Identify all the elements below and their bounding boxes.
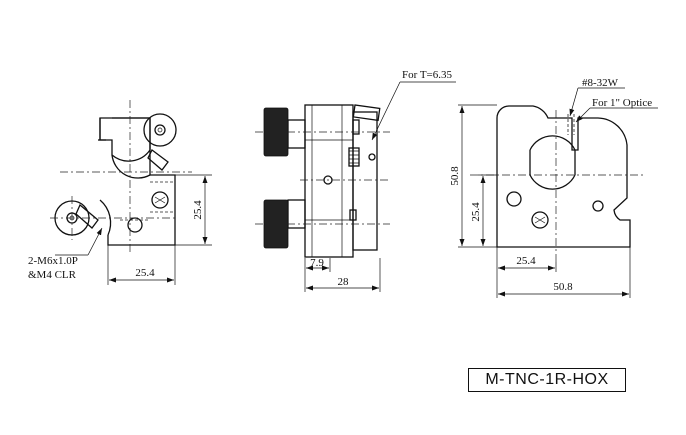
front-view: 25.4 25.4 2-M6x1.0P &M4 CLR: [28, 100, 212, 285]
hole-callout-line1: 2-M6x1.0P: [28, 255, 78, 267]
back-center-width-dim: 25.4: [516, 255, 536, 267]
front-height-dim: 25.4: [192, 200, 204, 220]
optic-note: For 1" Optice: [592, 97, 652, 109]
back-total-width-dim: 50.8: [553, 281, 573, 293]
side-small-dim: 7.9: [310, 257, 324, 269]
hole-callout-line2: &M4 CLR: [28, 269, 77, 281]
side-depth-dim: 28: [338, 276, 350, 288]
adjuster-knob-top: [143, 113, 177, 147]
model-label: M-TNC-1R-HOX: [468, 368, 626, 392]
back-total-height-dim: 50.8: [449, 166, 461, 186]
thread-note: #8-32W: [582, 77, 619, 89]
screw-icon: [151, 191, 169, 209]
front-width-dim: 25.4: [135, 267, 155, 279]
screw-icon: [531, 211, 549, 229]
thickness-note: For T=6.35: [402, 69, 453, 81]
back-center-height-dim: 25.4: [470, 202, 482, 222]
back-view: 50.8 25.4 25.4 50.8 #8-32W For 1" Optice: [449, 77, 658, 298]
side-view: 7.9 28 For T=6.35: [255, 69, 456, 292]
